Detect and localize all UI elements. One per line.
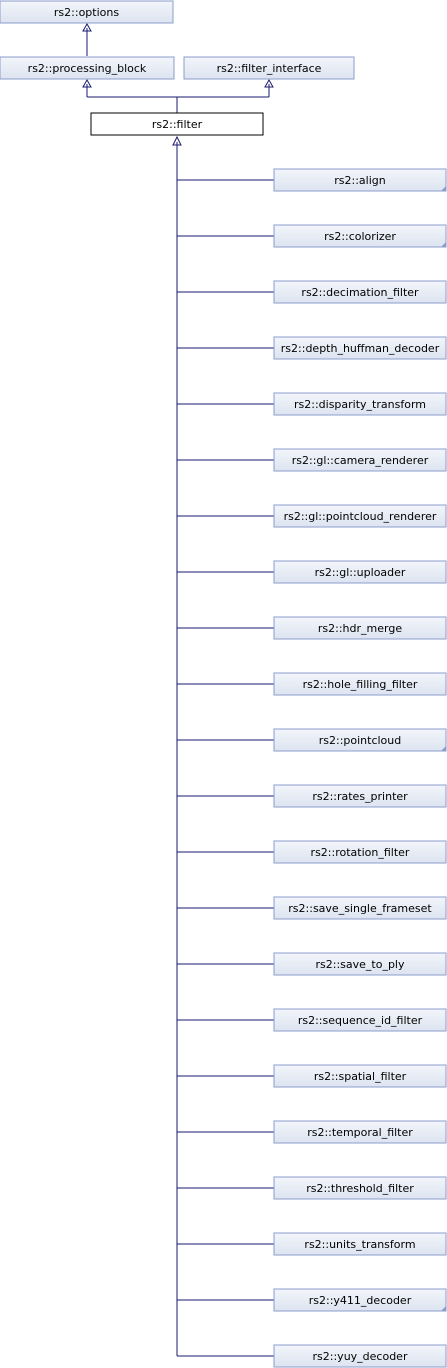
derived-class-list: rs2::alignrs2::colorizerrs2::decimation_… [177,168,447,1368]
node-label-rs2-depth-huffman-decoder: rs2::depth_huffman_decoder [281,342,440,355]
node-label-rs2-spatial-filter: rs2::spatial_filter [314,1070,407,1083]
node-rs2-sequence-id-filter[interactable]: rs2::sequence_id_filter [273,1008,447,1032]
node-rs2-align[interactable]: rs2::align [273,168,447,192]
node-rs2-threshold-filter[interactable]: rs2::threshold_filter [273,1176,447,1200]
node-box-rs2-align [273,168,447,192]
node-box-rs2-y411-decoder [273,1288,447,1312]
node-rs2-y411-decoder[interactable]: rs2::y411_decoder [273,1288,447,1312]
node-box-rs2-hole-filling-filter [273,672,447,696]
node-label-rs2-sequence-id-filter: rs2::sequence_id_filter [298,1014,423,1027]
more-subclasses-marker-rs2-align [441,186,446,191]
node-processing-block[interactable]: rs2::processing_block [0,56,175,80]
node-rs2-gl-uploader[interactable]: rs2::gl::uploader [273,560,447,584]
node-box-rs2-gl-camera-renderer [273,448,447,472]
node-label-rs2-rates-printer: rs2::rates_printer [312,790,408,803]
node-filter-label: rs2::filter [152,118,203,131]
node-rs2-spatial-filter[interactable]: rs2::spatial_filter [273,1064,447,1088]
more-subclasses-marker-rs2-y411-decoder [441,1306,446,1311]
node-filter-interface[interactable]: rs2::filter_interface [183,56,355,80]
node-rs2-rotation-filter[interactable]: rs2::rotation_filter [273,840,447,864]
node-label-rs2-gl-camera-renderer: rs2::gl::camera_renderer [292,454,429,467]
node-label-rs2-hdr-merge: rs2::hdr_merge [318,622,402,635]
node-label-rs2-units-transform: rs2::units_transform [304,1238,415,1251]
node-label-rs2-save-single-frameset: rs2::save_single_frameset [288,902,432,915]
node-filter-interface-label: rs2::filter_interface [217,62,322,75]
node-rs2-depth-huffman-decoder[interactable]: rs2::depth_huffman_decoder [273,336,447,360]
node-rs2-decimation-filter[interactable]: rs2::decimation_filter [273,280,447,304]
node-box-rs2-yuy-decoder [273,1344,447,1368]
node-box-rs2-colorizer [273,224,447,248]
node-box-rs2-disparity-transform [273,392,447,416]
arrowhead-filter [172,135,182,146]
node-label-rs2-gl-uploader: rs2::gl::uploader [315,566,406,579]
node-label-rs2-rotation-filter: rs2::rotation_filter [311,846,410,859]
node-label-rs2-save-to-ply: rs2::save_to_ply [315,958,404,971]
node-box-rs2-gl-pointcloud-renderer [273,504,447,528]
node-label-rs2-threshold-filter: rs2::threshold_filter [306,1182,414,1195]
node-box-rs2-gl-uploader [273,560,447,584]
node-box-rs2-temporal-filter [273,1120,447,1144]
node-processing-block-label: rs2::processing_block [28,62,147,75]
node-options[interactable]: rs2::options [0,0,174,24]
node-rs2-save-single-frameset[interactable]: rs2::save_single_frameset [273,896,447,920]
node-rs2-gl-pointcloud-renderer[interactable]: rs2::gl::pointcloud_renderer [273,504,447,528]
node-label-rs2-disparity-transform: rs2::disparity_transform [294,398,426,411]
node-rs2-units-transform[interactable]: rs2::units_transform [273,1232,447,1256]
node-rs2-colorizer[interactable]: rs2::colorizer [273,224,447,248]
node-box-rs2-pointcloud [273,728,447,752]
node-box-rs2-depth-huffman-decoder [273,336,447,360]
node-box-rs2-threshold-filter [273,1176,447,1200]
node-filter: rs2::filter [90,112,264,136]
node-rs2-rates-printer[interactable]: rs2::rates_printer [273,784,447,808]
node-label-rs2-hole-filling-filter: rs2::hole_filling_filter [303,678,418,691]
more-subclasses-marker-rs2-colorizer [441,242,446,247]
node-rs2-hdr-merge[interactable]: rs2::hdr_merge [273,616,447,640]
node-rs2-yuy-decoder[interactable]: rs2::yuy_decoder [273,1344,447,1368]
inheritance-edges [82,22,274,1356]
node-label-rs2-temporal-filter: rs2::temporal_filter [307,1126,413,1139]
node-label-rs2-decimation-filter: rs2::decimation_filter [301,286,419,299]
node-label-rs2-gl-pointcloud-renderer: rs2::gl::pointcloud_renderer [284,510,437,523]
node-label-rs2-pointcloud: rs2::pointcloud [319,734,402,747]
node-box-rs2-save-single-frameset [273,896,447,920]
node-rs2-hole-filling-filter[interactable]: rs2::hole_filling_filter [273,672,447,696]
node-rs2-gl-camera-renderer[interactable]: rs2::gl::camera_renderer [273,448,447,472]
node-box-rs2-rotation-filter [273,840,447,864]
arrowhead-processing-block [82,78,92,88]
node-box-rs2-decimation-filter [273,280,447,304]
more-subclasses-marker-rs2-pointcloud [441,746,446,751]
node-rs2-temporal-filter[interactable]: rs2::temporal_filter [273,1120,447,1144]
node-box-rs2-units-transform [273,1232,447,1256]
node-rs2-save-to-ply[interactable]: rs2::save_to_ply [273,952,447,976]
node-box-rs2-spatial-filter [273,1064,447,1088]
node-label-rs2-align: rs2::align [334,174,385,187]
node-rs2-disparity-transform[interactable]: rs2::disparity_transform [273,392,447,416]
node-rs2-pointcloud[interactable]: rs2::pointcloud [273,728,447,752]
node-box-rs2-save-to-ply [273,952,447,976]
node-label-rs2-colorizer: rs2::colorizer [324,230,396,243]
node-label-rs2-y411-decoder: rs2::y411_decoder [309,1294,412,1307]
arrowhead-filter-interface [264,78,274,88]
node-options-label: rs2::options [54,6,119,19]
node-box-rs2-sequence-id-filter [273,1008,447,1032]
node-label-rs2-yuy-decoder: rs2::yuy_decoder [313,1350,408,1363]
node-box-rs2-rates-printer [273,784,447,808]
node-box-rs2-hdr-merge [273,616,447,640]
arrowhead-options [82,22,92,32]
